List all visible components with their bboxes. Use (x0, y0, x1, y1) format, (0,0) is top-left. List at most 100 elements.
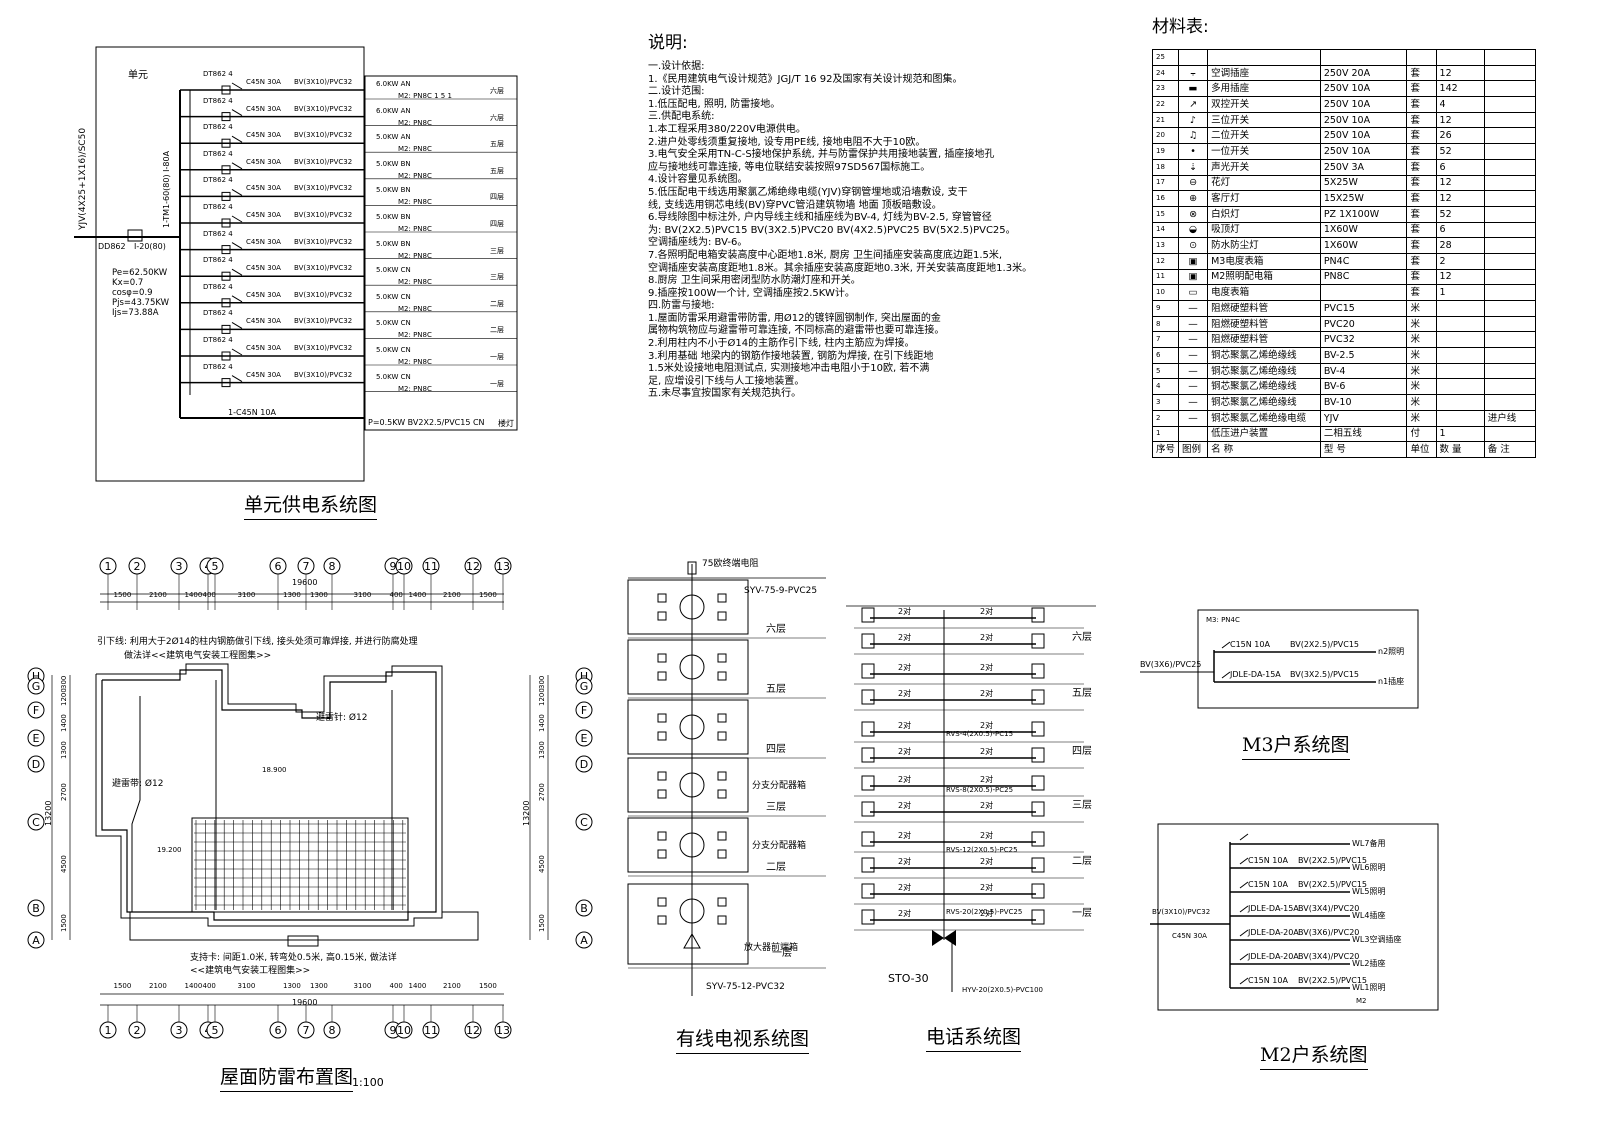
circuit-floor: 四层 (490, 220, 504, 228)
circuit-box: M2: PN8C (398, 171, 432, 180)
circuit-breaker: C45N 30A (246, 211, 281, 219)
circuit-load: 5.0KW CN (376, 372, 411, 381)
phone-pair-left: 2对 (898, 857, 912, 866)
m2-drawing (1150, 823, 1439, 1011)
phone-pair-left: 2对 (898, 831, 912, 840)
material-unit: 套 (1406, 190, 1437, 207)
material-model: 250V 20A (1319, 64, 1408, 82)
waterproof-lamp-icon: ⊙ (1178, 237, 1209, 254)
material-note (1483, 331, 1537, 349)
material-model: BV-10 (1319, 394, 1408, 411)
axis-label: 6 (275, 560, 282, 573)
material-no: 5 (1151, 362, 1180, 380)
wire-icon: — (1178, 378, 1209, 396)
dim-top: 3100 (237, 591, 256, 599)
axis-label: H (580, 670, 588, 683)
m2-cable: BV(3X4)/PVC20 (1298, 904, 1360, 913)
m3-title: M3户系统图 (1242, 730, 1350, 760)
circuit-breaker: C45N 30A (246, 131, 281, 140)
axis-label: 10 (397, 1024, 411, 1037)
m2-cable: BV(2X2.5)/PVC15 (1298, 880, 1368, 889)
catv-floor-label: 五层 (766, 684, 786, 695)
m2-dest: WL2插座 (1352, 959, 1386, 968)
circuit-cable: BV(3X10)/PVC32 (294, 157, 353, 166)
circuit-breaker: C45N 30A (246, 370, 281, 379)
phone-floor-label: 四层 (1072, 746, 1092, 757)
dim-bottom: 400 (202, 982, 216, 990)
m3-drawing (1140, 609, 1419, 709)
material-name (1207, 49, 1321, 66)
material-model (1319, 49, 1408, 66)
phone-floor-label: 一层 (1072, 908, 1092, 919)
load-ijs: Ijs=73.88A (112, 308, 159, 318)
material-unit: 套 (1406, 252, 1437, 270)
material-qty (1435, 331, 1485, 349)
circuit-floor: 四层 (490, 193, 504, 202)
m3-dest: n1插座 (1378, 677, 1405, 686)
material-unit: 套 (1406, 127, 1437, 145)
material-qty (1435, 378, 1485, 396)
dim-top: 3100 (353, 591, 372, 599)
load-pjs: Pjs=43.75KW (112, 298, 170, 308)
phone-floor-label: 二层 (1072, 856, 1092, 867)
phone-cable-label: RVS-8(2X0.5)-PC25 (946, 786, 1014, 794)
empty-icon (1178, 49, 1209, 66)
phone-cable-label: RVS-20(2X0.5)-PVC25 (946, 908, 1023, 916)
axis-label: E (581, 732, 588, 745)
m2-breaker: C15N 10A (1248, 880, 1288, 889)
m2-incoming: BV(3X10)/PVC32 (1152, 908, 1211, 916)
axis-label: 5 (212, 1024, 219, 1037)
note-line: 五.未尽事宜按国家有关规范执行。 (648, 388, 802, 400)
meter-box-icon: ▣ (1178, 252, 1209, 270)
material-qty: 2 (1435, 252, 1485, 270)
header-qty: 数 量 (1435, 441, 1485, 458)
dim-top: 400 (202, 591, 216, 599)
ceiling-lamp-icon: ◒ (1178, 221, 1209, 239)
circuit-meter: DT862 4 (203, 70, 233, 78)
axis-label: 12 (466, 1024, 480, 1037)
m3-incoming: BV(3X6)/PVC25 (1140, 660, 1202, 669)
catv-floor-label: 一层 (772, 948, 792, 959)
material-no: 24 (1151, 64, 1180, 82)
note-line: 为: BV(2X2.5)PVC15 BV(3X2.5)PVC20 BV(4X2.… (648, 224, 1016, 236)
overall-dim-bottom: 19600 (292, 998, 318, 1007)
circuit-box: M2: PN8C (398, 145, 432, 154)
material-name: 声光开关 (1207, 158, 1321, 176)
m2-breaker: JDLE-DA-15A (1248, 904, 1299, 913)
material-name: 铜芯聚氯乙烯绝缘线 (1207, 347, 1321, 364)
m2-dest: WL1照明 (1352, 983, 1386, 992)
header-no: 序号 (1151, 441, 1180, 458)
m3-breaker: JDLE-DA-15A (1230, 670, 1281, 679)
dim-right: 1200 (538, 688, 546, 706)
material-unit: 米 (1406, 409, 1437, 427)
dim-right: 300 (538, 675, 546, 689)
material-model: PVC20 (1319, 315, 1408, 333)
circuit-floor: 六层 (490, 113, 504, 122)
unit-supply-title: 单元供电系统图 (244, 490, 378, 520)
circuit-box: M2: PN8C (398, 198, 432, 207)
material-model: BV-2.5 (1319, 347, 1408, 364)
material-qty (1435, 347, 1485, 364)
phone-pair-right: 2对 (980, 663, 994, 672)
axis-label: 13 (496, 560, 510, 573)
circuit-cable: BV(3X10)/PVC32 (294, 211, 353, 219)
axis-label: 6 (275, 1024, 282, 1037)
material-qty (1435, 394, 1485, 411)
m3-box-label: M3: PN4C (1206, 616, 1240, 624)
material-note (1483, 143, 1537, 160)
m2-cable: BV(3X4)/PVC20 (1298, 952, 1360, 961)
phone-box-label: STO-30 (888, 972, 929, 985)
circuit-cable: BV(3X10)/PVC32 (294, 104, 353, 113)
catv-floor-label: 六层 (766, 624, 786, 635)
wire-icon: — (1178, 394, 1209, 411)
material-name: 阻燃硬塑料管 (1207, 315, 1321, 333)
material-unit: 套 (1406, 143, 1437, 160)
material-note (1483, 300, 1537, 317)
axis-label: 12 (466, 560, 480, 573)
load-kx: Kx=0.7 (112, 278, 144, 288)
axis-label: 8 (329, 560, 336, 573)
material-model: 二相五线 (1319, 425, 1408, 443)
